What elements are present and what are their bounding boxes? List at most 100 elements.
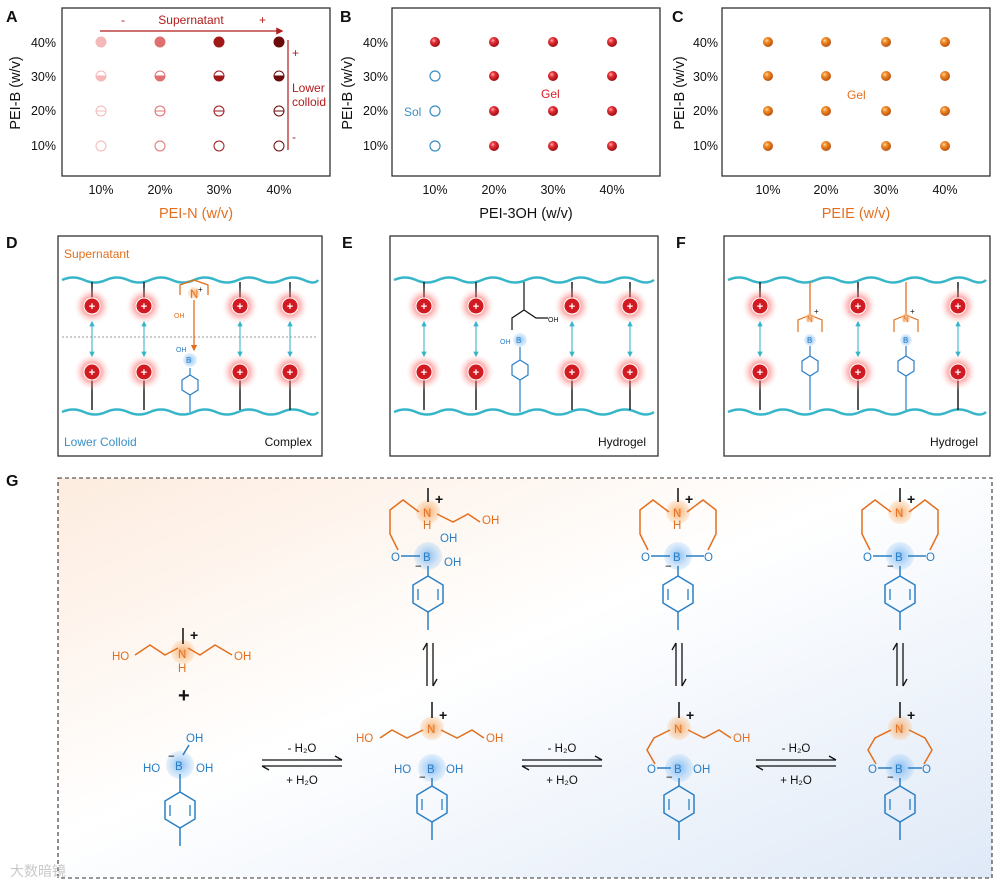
svg-text:OH: OH bbox=[444, 557, 461, 569]
panel-a-ytick: 20% bbox=[31, 104, 56, 118]
panel-a-plus-top: + bbox=[259, 13, 266, 27]
cationic-site bbox=[849, 363, 867, 381]
cationic-site-plus: + bbox=[569, 301, 575, 313]
phase-marker bbox=[154, 70, 166, 82]
eq2-top-label: - H₂O bbox=[548, 743, 577, 755]
reactant-boronate-minus: − bbox=[168, 751, 175, 763]
vertical-equilibrium-1 bbox=[422, 642, 438, 687]
panel-f: Hydrogel ++++++N+BN+B bbox=[723, 235, 991, 457]
panel-f-frame bbox=[723, 235, 991, 457]
eq1-top-label: - H₂O bbox=[288, 743, 317, 755]
cationic-site-plus: + bbox=[421, 367, 427, 379]
gel-marker bbox=[881, 106, 891, 116]
gel-marker bbox=[548, 37, 558, 47]
boronate-ester-crosslink: N+B bbox=[797, 282, 823, 410]
svg-text:HO: HO bbox=[356, 733, 373, 745]
svg-text:N: N bbox=[895, 508, 903, 520]
eq2-forward-head bbox=[594, 755, 603, 761]
gel-marker bbox=[763, 106, 773, 116]
panel-c-ylabel: PEI-B (w/v) bbox=[672, 56, 688, 129]
panel-label-g: G bbox=[6, 473, 18, 490]
gel-marker bbox=[821, 37, 831, 47]
panel-a-arrow-top-label: Supernatant bbox=[158, 13, 224, 27]
panel-c-xtick: 40% bbox=[932, 183, 957, 197]
cationic-site bbox=[949, 363, 967, 381]
svg-text:H: H bbox=[423, 520, 431, 532]
cationic-site bbox=[949, 297, 967, 315]
panel-d-n: N bbox=[190, 289, 198, 301]
phase-marker bbox=[154, 140, 166, 152]
cationic-site bbox=[231, 297, 249, 315]
reactant-boronate-bond-1 bbox=[182, 744, 190, 756]
polymer-backbone-top bbox=[727, 276, 987, 284]
panel-a-ytick: 40% bbox=[31, 36, 56, 50]
panel-d-bottom-label: Lower Colloid bbox=[64, 435, 137, 449]
cationic-site bbox=[849, 297, 867, 315]
cationic-site-plus: + bbox=[287, 367, 293, 379]
panel-e-b-oh: OH bbox=[500, 339, 511, 346]
panel-c-dots bbox=[763, 37, 950, 151]
cationic-site-plus: + bbox=[955, 301, 961, 313]
eq1-bottom-label: + H₂O bbox=[286, 775, 318, 787]
svg-text:+: + bbox=[910, 307, 915, 316]
gel-marker bbox=[881, 141, 891, 151]
panel-b-dots bbox=[429, 37, 617, 152]
panel-a-ytick: 10% bbox=[31, 139, 56, 153]
cationic-site-plus: + bbox=[855, 367, 861, 379]
svg-text:O: O bbox=[647, 764, 656, 776]
panel-b-gel-label: Gel bbox=[541, 87, 560, 101]
svg-text:N: N bbox=[674, 724, 682, 736]
svg-text:N: N bbox=[673, 508, 681, 520]
svg-text:O: O bbox=[641, 552, 650, 564]
gel-marker bbox=[548, 106, 558, 116]
panel-g: HO OH N H + + B − OH HO OH bbox=[57, 477, 993, 879]
phase-marker bbox=[154, 36, 166, 48]
reactant-boronate-oh-top: OH bbox=[186, 733, 203, 745]
panel-d-b-oh: OH bbox=[176, 347, 187, 354]
equilibrium-2: - H₂O + H₂O bbox=[521, 743, 603, 787]
svg-text:N: N bbox=[895, 724, 903, 736]
svg-text:B: B bbox=[903, 336, 908, 345]
panel-g-frame bbox=[57, 477, 993, 879]
phase-marker bbox=[95, 105, 107, 117]
phase-marker bbox=[95, 36, 107, 48]
svg-text:−: − bbox=[665, 561, 672, 573]
eq2-bottom-label: + H₂O bbox=[546, 775, 578, 787]
panel-e: Hydrogel ++++++++ OH B OH bbox=[389, 235, 659, 457]
svg-text:OH: OH bbox=[482, 515, 499, 527]
phase-marker bbox=[154, 105, 166, 117]
cationic-site-plus: + bbox=[627, 367, 633, 379]
phase-marker bbox=[273, 140, 285, 152]
gel-marker bbox=[881, 37, 891, 47]
panel-a-arrow-right-label-1: Lower bbox=[292, 81, 325, 95]
svg-text:+: + bbox=[435, 491, 443, 507]
panel-a-xtick: 40% bbox=[266, 183, 291, 197]
svg-text:N: N bbox=[427, 724, 435, 736]
sol-marker bbox=[429, 70, 441, 82]
svg-text:+: + bbox=[686, 707, 694, 723]
panel-c-yticks: 40% 30% 20% 10% bbox=[693, 36, 718, 153]
reactant-amine-glow bbox=[171, 640, 195, 664]
panel-b-xtick: 40% bbox=[599, 183, 624, 197]
cationic-site-plus: + bbox=[473, 367, 479, 379]
svg-text:+: + bbox=[907, 707, 915, 723]
panel-b-sol-label: Sol bbox=[404, 105, 421, 119]
panel-a-ytick: 30% bbox=[31, 70, 56, 84]
cationic-site-plus: + bbox=[287, 301, 293, 313]
boronate-ester-crosslink: N+B bbox=[893, 282, 919, 410]
cationic-site-plus: + bbox=[757, 301, 763, 313]
cationic-site bbox=[751, 363, 769, 381]
panel-d-plus: + bbox=[198, 285, 203, 294]
reactant-boronate-ho: HO bbox=[143, 763, 160, 775]
panel-b-frame bbox=[391, 7, 661, 177]
svg-text:OH: OH bbox=[693, 764, 710, 776]
panel-d-frame bbox=[57, 235, 323, 457]
gel-marker bbox=[489, 37, 499, 47]
svg-text:B: B bbox=[807, 336, 812, 345]
panel-a-ylabel: PEI-B (w/v) bbox=[8, 56, 24, 129]
eq1-back-head bbox=[261, 765, 270, 771]
reactant-amine-h: H bbox=[178, 663, 186, 675]
eq1-forward-head bbox=[334, 755, 343, 761]
